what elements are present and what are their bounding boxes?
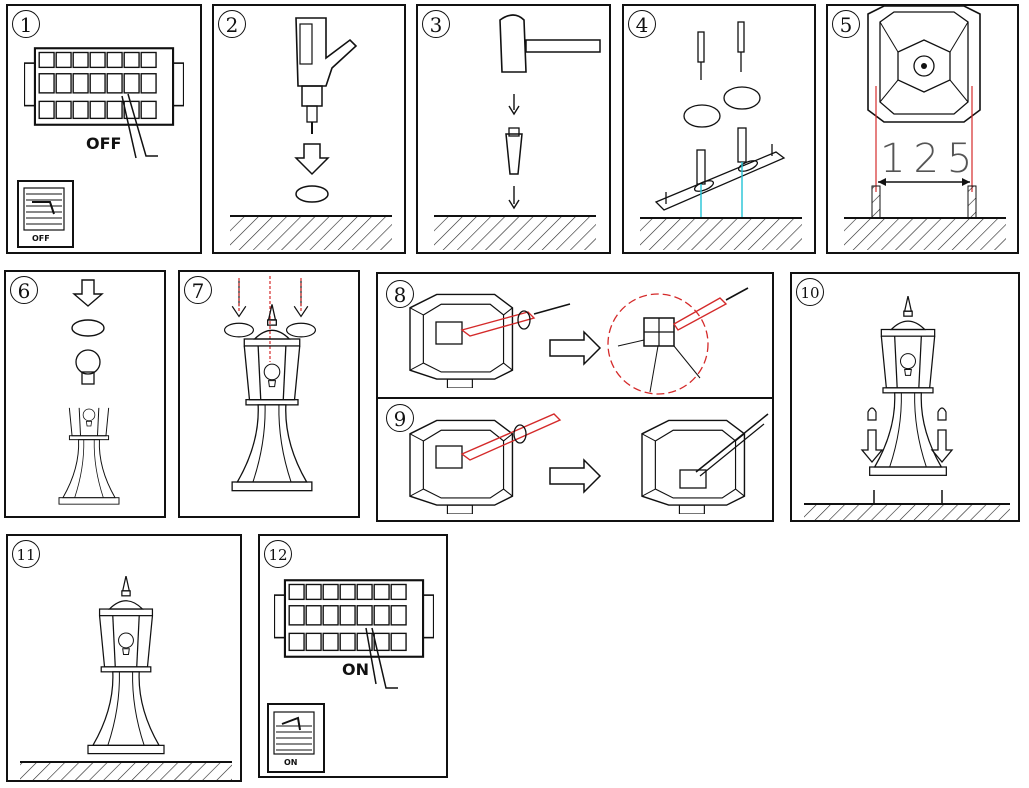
step-number: 9 [386, 404, 414, 432]
breaker-on-illustration [267, 579, 434, 773]
step-5-panel: 5 125 [826, 4, 1019, 254]
step-number: 3 [422, 10, 450, 38]
drill-illustration [230, 17, 392, 250]
step-11-panel: 11 [6, 534, 242, 782]
roof-fix-illustration [223, 276, 317, 492]
step-number: 1 [12, 10, 40, 38]
step-number: 12 [264, 540, 292, 568]
step-2-panel: 2 [212, 4, 406, 254]
mounting-plate-illustration [640, 21, 802, 250]
breaker-off-illustration [17, 47, 184, 248]
step-number: 5 [832, 10, 860, 38]
step-6-panel: 6 [4, 270, 166, 518]
bulb-insert-illustration [6, 279, 166, 518]
step-8-9-panel: 8 9 [376, 272, 774, 522]
step-7-panel: 7 [178, 270, 360, 518]
step-number: 6 [10, 276, 38, 304]
step-number: 11 [12, 540, 40, 568]
step-12-panel: 12 ON ON [258, 534, 448, 778]
off-label: OFF [86, 134, 122, 153]
step-number: 2 [218, 10, 246, 38]
step-number: 8 [386, 280, 414, 308]
hammer-anchor-illustration [434, 14, 601, 250]
step-1-panel: 1 OFF OFF [6, 4, 202, 254]
inset-off-label: OFF [32, 234, 50, 243]
step-4-panel: 4 [622, 4, 816, 254]
wiring-illustration [378, 287, 772, 514]
installed-lamp-illustration [20, 576, 232, 780]
mounting-distance-illustration [844, 6, 1006, 250]
lamp-mount-illustration [804, 295, 1010, 520]
on-label: ON [342, 660, 369, 679]
step-number: 7 [184, 276, 212, 304]
step-3-panel: 3 [416, 4, 611, 254]
dimension-label: 125 [880, 136, 981, 182]
step-number: 10 [796, 278, 824, 306]
step-10-panel: 10 [790, 272, 1020, 522]
inset-on-label: ON [284, 758, 298, 767]
step-number: 4 [628, 10, 656, 38]
